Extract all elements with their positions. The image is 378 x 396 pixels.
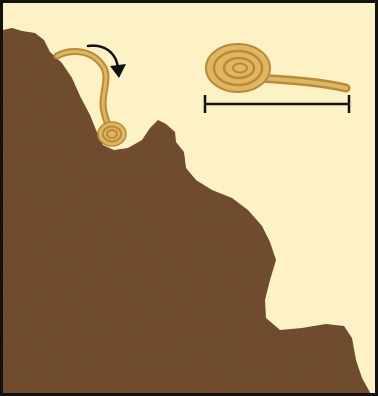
diagram-canvas (0, 0, 378, 396)
diagram-frame (0, 0, 378, 396)
